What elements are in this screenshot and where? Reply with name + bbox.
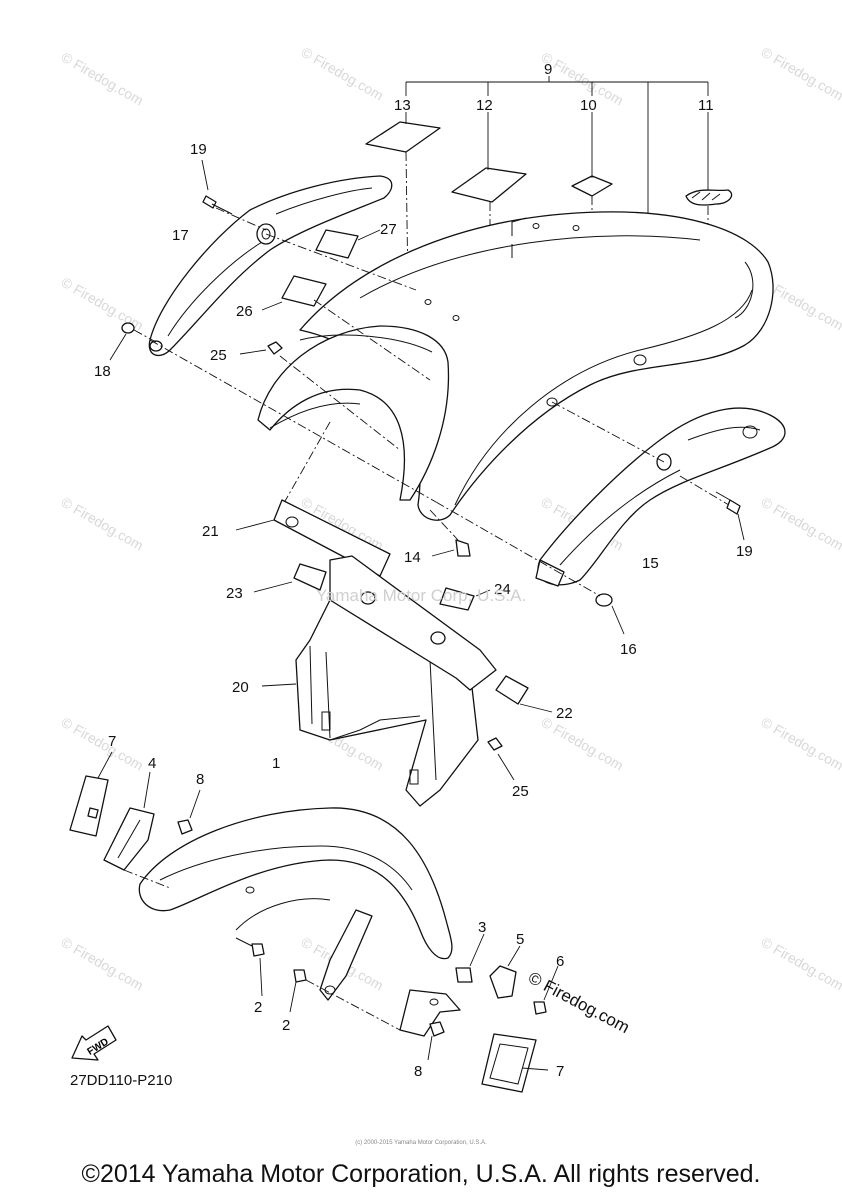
diagram-code: 27DD110-P210 — [70, 1072, 173, 1089]
bracket-4 — [103, 771, 171, 889]
tiny-copyright-note: (c) 2000-2015 Yamaha Motor Corporation, … — [355, 1140, 487, 1146]
label-group-9-bracket — [405, 76, 709, 218]
callout-21: 21 — [202, 523, 219, 540]
callout-2-right: 2 — [282, 1017, 290, 1034]
watermark-14: © Firedog.com — [539, 714, 627, 774]
reflector-7-lower — [481, 1033, 549, 1093]
callout-15: 15 — [642, 555, 659, 572]
callout-11: 11 — [698, 97, 714, 114]
callout-24: 24 — [494, 581, 511, 598]
pad-27 — [315, 229, 381, 259]
bracket-body — [329, 555, 497, 691]
watermark-4: © Firedog.com — [759, 44, 842, 104]
callout-16: 16 — [620, 641, 637, 658]
front-fender — [138, 807, 453, 960]
callout-8-upper: 8 — [196, 771, 204, 788]
copyright-footer: ©2014 Yamaha Motor Corporation, U.S.A. A… — [81, 1160, 761, 1188]
callout-labels: 9 13 12 10 11 19 17 27 26 25 18 21 14 15… — [94, 61, 753, 1080]
assembly-lines — [149, 233, 437, 511]
bolt-2-left — [235, 937, 265, 997]
leader-20 — [261, 683, 297, 687]
decal-11-emblem — [685, 112, 733, 245]
watermark-11: © Firedog.com — [759, 494, 842, 554]
cushion-22 — [495, 675, 553, 713]
watermark-8: © Firedog.com — [59, 494, 147, 554]
callout-26: 26 — [236, 303, 253, 320]
cushion-23 — [253, 563, 327, 593]
center-watermark: Yamaha Motor Corp, U.S.A. — [315, 586, 527, 605]
rivet-16 — [435, 501, 625, 635]
callout-25-upper: 25 — [210, 347, 227, 364]
pad-26 — [261, 275, 431, 381]
watermark-2: © Firedog.com — [299, 44, 387, 104]
callout-4: 4 — [148, 755, 156, 772]
bracket-5 — [489, 945, 521, 999]
callout-1: 1 — [272, 755, 280, 772]
callout-23: 23 — [226, 585, 243, 602]
watermark-16: © Firedog.com — [59, 934, 147, 994]
nut-25-lower — [487, 737, 515, 781]
inner-fender — [257, 325, 450, 501]
callout-17: 17 — [172, 227, 189, 244]
callout-20: 20 — [232, 679, 249, 696]
callout-19-upper: 19 — [190, 141, 207, 158]
stay-17 — [148, 175, 393, 357]
nut-25-upper — [239, 341, 401, 451]
callout-7-upper: 7 — [108, 733, 116, 750]
callout-13: 13 — [394, 97, 411, 114]
callout-19-lower: 19 — [736, 543, 753, 560]
nut-8-upper — [177, 789, 201, 835]
bolt-19-upper — [201, 159, 233, 215]
callout-18: 18 — [94, 363, 111, 380]
callout-14: 14 — [404, 549, 421, 566]
reflector-7-upper — [69, 751, 113, 837]
bolt-2-right — [289, 969, 401, 1031]
watermark-18: © Firedog.com — [759, 934, 842, 994]
callout-12: 12 — [476, 97, 493, 114]
watermark-12: © Firedog.com — [59, 714, 147, 774]
clip-14 — [429, 509, 471, 557]
callout-27: 27 — [380, 221, 397, 238]
callout-6: 6 — [556, 953, 564, 970]
watermark-1: © Firedog.com — [59, 49, 147, 109]
clip-3 — [455, 933, 485, 983]
nut-8-lower — [427, 1021, 445, 1061]
watermark-15: © Firedog.com — [759, 714, 842, 774]
stay-right-front — [399, 989, 461, 1037]
callout-8-lower: 8 — [414, 1063, 422, 1080]
bolt-18 — [109, 322, 157, 361]
cushion-24 — [439, 587, 491, 611]
callout-10: 10 — [580, 97, 597, 114]
callout-3: 3 — [478, 919, 486, 936]
callout-2-left: 2 — [254, 999, 262, 1016]
fwd-arrow-icon: FWD — [71, 1025, 117, 1061]
bolt-19-lower — [715, 491, 745, 541]
callout-25-lower: 25 — [512, 783, 529, 800]
stay-15 — [535, 401, 786, 587]
decal-10 — [571, 112, 613, 250]
bolt-6 — [533, 965, 559, 1015]
callout-5: 5 — [516, 931, 524, 948]
callout-9: 9 — [544, 61, 552, 78]
callout-22: 22 — [556, 705, 573, 722]
callout-7-lower: 7 — [556, 1063, 564, 1080]
